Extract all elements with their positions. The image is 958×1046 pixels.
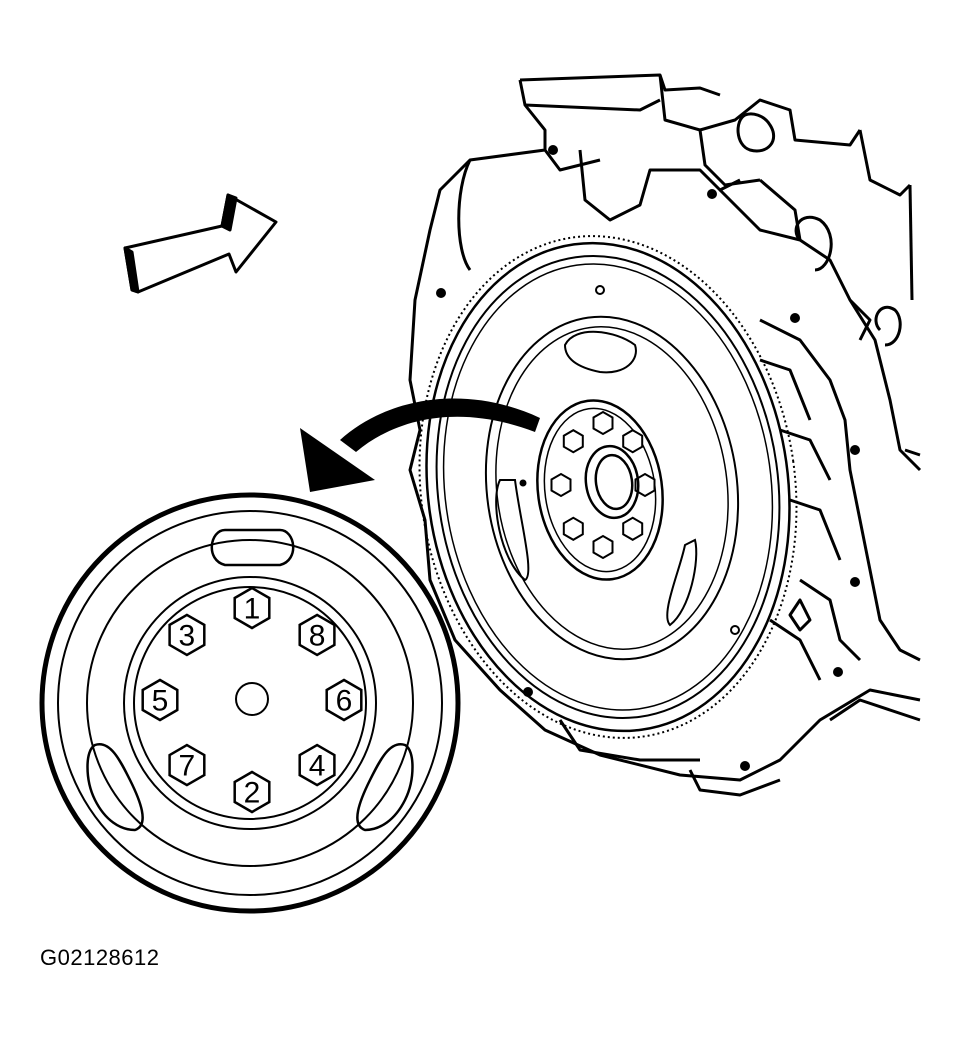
hub-bolts [550, 410, 656, 560]
bolt-hex-icon [168, 743, 206, 787]
hub-bolt-icon [622, 516, 644, 541]
bolt-5: 5 [141, 678, 179, 722]
bolt-number-label: 4 [309, 750, 326, 783]
bolt-number-label: 2 [244, 777, 261, 810]
direction-arrow-icon [123, 193, 278, 294]
bolt-hex-icon [298, 613, 336, 657]
bolt-hex-icon [298, 743, 336, 787]
bolt-2: 2 [233, 770, 271, 814]
bolt-7: 7 [168, 743, 206, 787]
crank-bore [584, 444, 640, 520]
hub-bolt-icon [550, 472, 572, 498]
bolt-number-label: 6 [336, 685, 353, 718]
bolt-1: 1 [233, 586, 271, 630]
figure-id: G02128612 [40, 945, 160, 970]
hub-bolt-icon [562, 516, 584, 541]
hub-bolt-icon [634, 472, 656, 498]
bolt-hex-icon [233, 770, 271, 814]
bolt-number-label: 1 [244, 593, 261, 626]
bolt-hex-icon [141, 678, 179, 722]
bolt-number-label: 8 [309, 619, 326, 652]
bolt-hex-icon [168, 613, 206, 657]
flywheel [418, 235, 798, 739]
bolt-8: 8 [298, 613, 336, 657]
bolt-number-label: 7 [179, 750, 196, 783]
detail-bolt-sequence: 1 2 3 4 5 6 7 8 [141, 586, 363, 814]
hub-bolt-icon [622, 429, 644, 454]
bolt-4: 4 [298, 743, 336, 787]
bolt-number-label: 5 [152, 685, 169, 718]
bolt-hex-icon [233, 586, 271, 630]
engine-block [408, 73, 922, 797]
detail-view [39, 492, 461, 914]
hub-bolt-icon [562, 429, 584, 454]
hub-bolt-icon [592, 410, 614, 436]
callout-arrow-icon [300, 398, 540, 492]
bolt-hex-icon [325, 678, 363, 722]
bolt-3: 3 [168, 613, 206, 657]
bolt-6: 6 [325, 678, 363, 722]
bolt-number-label: 3 [179, 619, 196, 652]
hub-bolt-icon [592, 534, 614, 560]
